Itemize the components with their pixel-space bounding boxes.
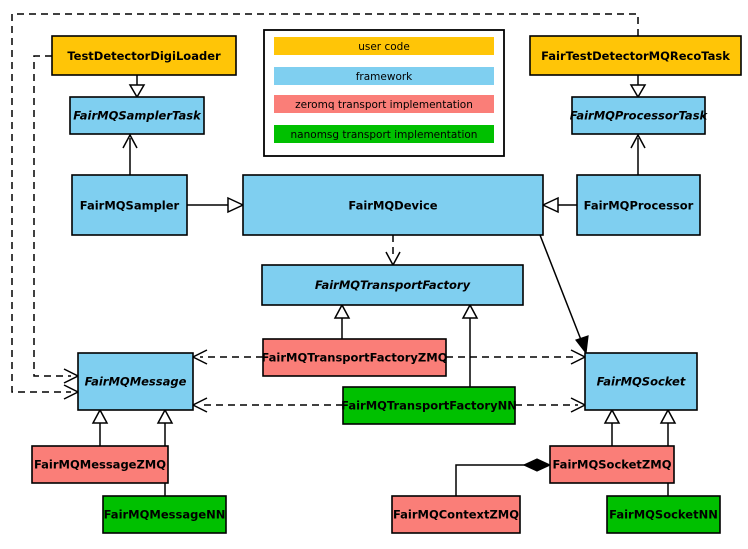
- edge-messagezmq-to-message: [91, 408, 109, 446]
- node-box[interactable]: [576, 174, 701, 236]
- node-fairmqprocessortask[interactable]: FairMQProcessorTask: [570, 96, 709, 135]
- node-box[interactable]: [342, 386, 516, 425]
- node-fairmqprocessor[interactable]: FairMQProcessor: [576, 174, 701, 236]
- node-fairmqsocketnn[interactable]: FairMQSocketNN: [606, 495, 721, 534]
- edge-device-to-transportfactory: [385, 235, 401, 267]
- edge-sampler-to-device: [187, 196, 245, 214]
- edge-factorynn-to-socket: [515, 397, 587, 413]
- node-box[interactable]: [71, 174, 188, 236]
- node-label-fairmqsocketnn: FairMQSocketNN: [609, 508, 718, 522]
- node-label-fairmqprocessor: FairMQProcessor: [584, 199, 694, 213]
- node-label-fairmqsampler: FairMQSampler: [80, 199, 180, 213]
- node-box[interactable]: [391, 495, 521, 534]
- edge-factorynn-to-factory: [461, 303, 479, 387]
- edge-factoryzmq-to-message: [191, 349, 263, 365]
- legend-label-nanomsg: nanomsg transport implementation: [291, 129, 478, 141]
- node-fairmqsampler[interactable]: FairMQSampler: [71, 174, 188, 236]
- node-box[interactable]: [549, 445, 675, 484]
- node-fairmqcontextzmq[interactable]: FairMQContextZMQ: [391, 495, 521, 534]
- node-box[interactable]: [261, 264, 524, 306]
- node-fairmqmessage[interactable]: FairMQMessage: [77, 352, 194, 411]
- node-box[interactable]: [571, 96, 706, 135]
- node-label-fairmqsocketzmq: FairMQSocketZMQ: [553, 458, 672, 472]
- node-testdetectordigiloader[interactable]: TestDetectorDigiLoader: [51, 35, 237, 76]
- node-box[interactable]: [262, 338, 447, 377]
- node-label-fairmqcontextzmq: FairMQContextZMQ: [393, 508, 519, 522]
- node-box[interactable]: [242, 174, 544, 236]
- node-fairmqmessagenn[interactable]: FairMQMessageNN: [102, 495, 227, 534]
- node-fairmqsamplertask[interactable]: FairMQSamplerTask: [69, 96, 205, 135]
- node-fairmqtransportfactoryzmq[interactable]: FairMQTransportFactoryZMQ: [261, 338, 448, 377]
- node-label-fairmqtransportfactorynn: FairMQTransportFactoryNN: [341, 399, 517, 413]
- node-label-fairmqmessage: FairMQMessage: [85, 375, 187, 389]
- node-layer: TestDetectorDigiLoader FairMQSamplerTask…: [31, 35, 742, 534]
- edge-processor-to-processortask: [630, 133, 646, 175]
- node-fairmqtransportfactorynn[interactable]: FairMQTransportFactoryNN: [341, 386, 517, 425]
- node-fairmqsocket[interactable]: FairMQSocket: [584, 352, 698, 411]
- edge-processor-to-device: [541, 196, 577, 214]
- node-label-fairtestdetectormqrecotask: FairTestDetectorMQRecoTask: [541, 49, 730, 63]
- legend-panel: user code framework zeromq transport imp…: [263, 29, 505, 157]
- edge-digiloader-to-samplertask: [128, 75, 146, 99]
- node-label-fairmqmessagenn: FairMQMessageNN: [104, 508, 226, 522]
- node-fairmqdevice[interactable]: FairMQDevice: [242, 174, 544, 236]
- node-label-fairmqsocket: FairMQSocket: [597, 375, 686, 389]
- node-fairtestdetectormqrecotask[interactable]: FairTestDetectorMQRecoTask: [529, 35, 742, 76]
- node-fairmqmessagezmq[interactable]: FairMQMessageZMQ: [31, 445, 169, 484]
- node-label-fairmqsamplertask: FairMQSamplerTask: [73, 109, 202, 123]
- node-box[interactable]: [31, 445, 169, 484]
- legend-swatch-zeromq: [274, 95, 494, 113]
- node-box[interactable]: [102, 495, 227, 534]
- node-box[interactable]: [584, 352, 698, 411]
- node-label-testdetectordigiloader: TestDetectorDigiLoader: [67, 49, 221, 63]
- edge-socketzmq-to-contextzmq: [455, 458, 552, 496]
- legend-swatch-framework: [274, 67, 494, 85]
- node-fairmqtransportfactory[interactable]: FairMQTransportFactory: [261, 264, 524, 306]
- edge-socketzmq-to-socket: [603, 408, 621, 446]
- legend-label-framework: framework: [356, 71, 413, 83]
- node-label-fairmqtransportfactoryzmq: FairMQTransportFactoryZMQ: [261, 351, 447, 365]
- node-box[interactable]: [529, 35, 742, 76]
- edge-recotask-to-processortask: [629, 75, 647, 99]
- node-label-fairmqdevice: FairMQDevice: [348, 199, 437, 213]
- legend-label-user-code: user code: [358, 41, 410, 53]
- node-box[interactable]: [51, 35, 237, 76]
- edge-factoryzmq-to-socket: [446, 349, 587, 365]
- edge-factoryzmq-to-factory: [333, 303, 351, 339]
- node-label-fairmqmessagezmq: FairMQMessageZMQ: [34, 458, 166, 472]
- node-label-fairmqtransportfactory: FairMQTransportFactory: [315, 278, 471, 292]
- edge-device-to-socket: [539, 234, 589, 355]
- legend-swatch-nanomsg: [274, 125, 494, 143]
- node-label-fairmqprocessortask: FairMQProcessorTask: [570, 109, 709, 123]
- node-fairmqsocketzmq[interactable]: FairMQSocketZMQ: [549, 445, 675, 484]
- legend-swatch-user-code: [274, 37, 494, 55]
- node-box[interactable]: [77, 352, 194, 411]
- edge-factorynn-to-message: [191, 397, 343, 413]
- edge-sampler-to-samplertask: [122, 133, 138, 175]
- legend-label-zeromq: zeromq transport implementation: [295, 99, 473, 111]
- node-box[interactable]: [69, 96, 205, 135]
- node-box[interactable]: [606, 495, 721, 534]
